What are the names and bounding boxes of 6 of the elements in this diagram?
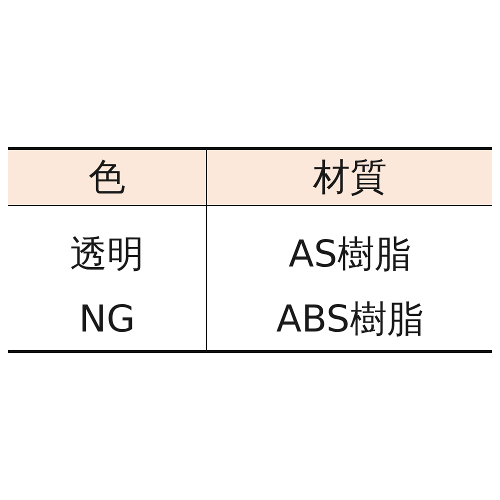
column-heading: 材質 xyxy=(313,158,387,198)
column-heading: 色 xyxy=(88,158,126,198)
cell-text: ABS樹脂 xyxy=(276,300,424,340)
cell-text: 透明 xyxy=(70,234,144,276)
cell-text: NG xyxy=(78,300,136,340)
cell-text: AS樹脂 xyxy=(288,234,412,276)
